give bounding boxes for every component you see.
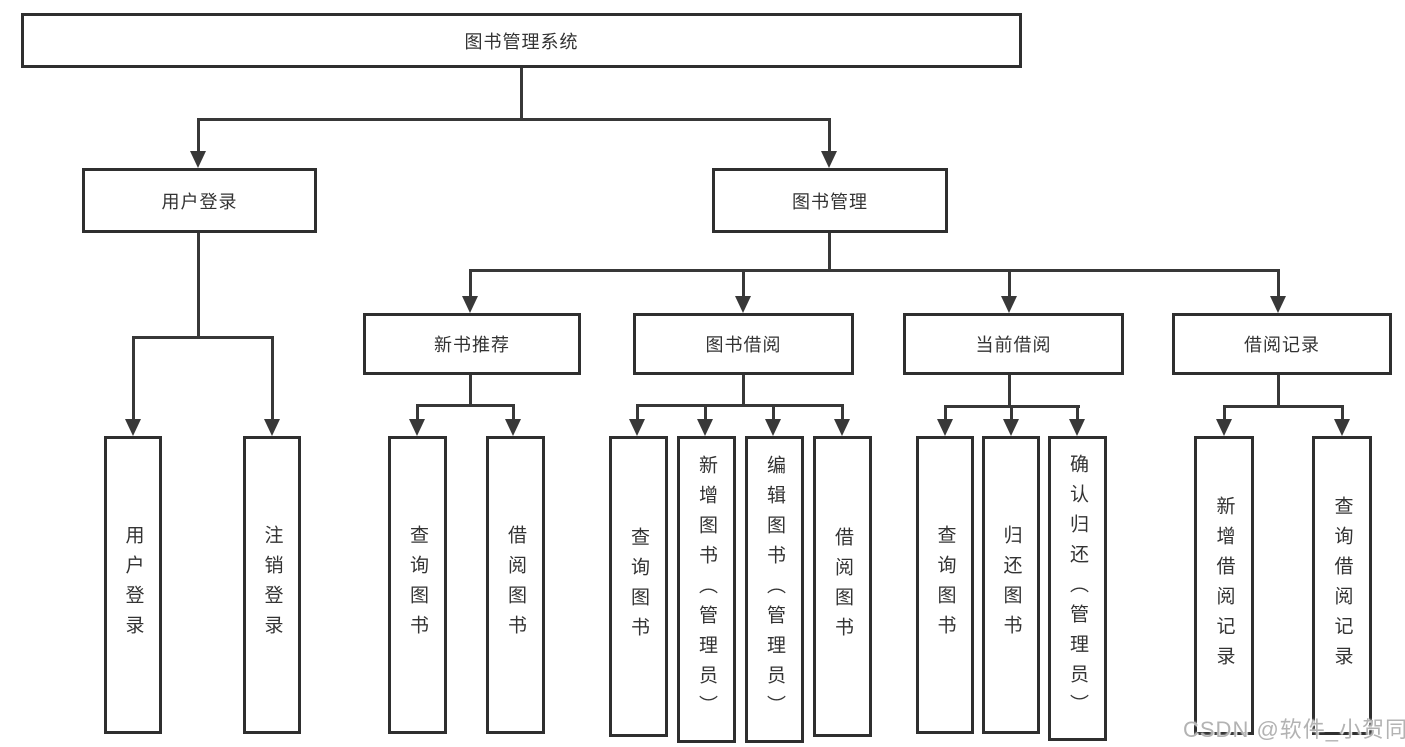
leaf-query-book-recommend: 查询图书 (388, 436, 447, 734)
connector-line (636, 404, 844, 407)
node-new-book-recommend: 新书推荐 (363, 313, 581, 375)
arrow-down-icon (264, 419, 280, 436)
node-label: 确认归还（管理员） (1067, 453, 1088, 724)
connector-line (1008, 375, 1011, 406)
node-label: 图书管理 (792, 191, 868, 212)
connector-line (197, 118, 831, 121)
connector-line (636, 404, 639, 422)
node-current-borrow: 当前借阅 (903, 313, 1124, 375)
connector-line (197, 233, 200, 336)
connector-line (132, 336, 135, 420)
arrow-down-icon (735, 296, 751, 313)
connector-line (1223, 405, 1226, 422)
node-borrow-record: 借阅记录 (1172, 313, 1392, 375)
arrow-down-icon (125, 419, 141, 436)
leaf-borrow-book: 借阅图书 (813, 436, 872, 737)
node-label: 查询图书 (934, 525, 956, 645)
node-label: 用户登录 (161, 191, 238, 212)
connector-line (1277, 375, 1280, 406)
node-label: 新增图书（管理员） (696, 454, 717, 725)
connector-line (1223, 405, 1344, 408)
node-book-borrow: 图书借阅 (633, 313, 854, 375)
node-label: 借阅图书 (505, 525, 526, 645)
leaf-logout: 注销登录 (243, 436, 301, 734)
arrow-down-icon (505, 419, 521, 436)
connector-line (944, 405, 947, 422)
arrow-down-icon (821, 151, 837, 168)
connector-line (828, 233, 831, 269)
arrow-down-icon (1001, 296, 1017, 313)
connector-line (469, 375, 472, 405)
connector-line (1076, 405, 1079, 422)
connector-line (742, 269, 745, 297)
connector-line (416, 404, 515, 407)
connector-line (469, 269, 472, 297)
arrow-down-icon (409, 419, 425, 436)
leaf-user-login: 用户登录 (104, 436, 162, 734)
node-label: 编辑图书（管理员） (764, 454, 785, 725)
connector-line (704, 404, 707, 422)
connector-line (520, 68, 523, 118)
csdn-watermark: CSDN @软件_小贺同学 (1183, 717, 1405, 742)
arrow-down-icon (937, 419, 953, 436)
connector-line (1010, 405, 1013, 422)
leaf-query-book-current: 查询图书 (916, 436, 974, 734)
leaf-query-book: 查询图书 (609, 436, 668, 737)
arrow-down-icon (1270, 296, 1286, 313)
node-label: 图书管理系统 (464, 31, 579, 52)
node-label: 查询借阅记录 (1331, 495, 1353, 676)
node-label: 借阅记录 (1244, 335, 1320, 355)
arrow-down-icon (190, 151, 206, 168)
leaf-return-book: 归还图书 (982, 436, 1040, 734)
node-label: 借阅图书 (832, 526, 853, 647)
arrow-down-icon (1003, 419, 1019, 436)
leaf-borrow-book-recommend: 借阅图书 (486, 436, 545, 734)
connector-line (1008, 269, 1011, 297)
node-label: 查询图书 (628, 526, 649, 647)
leaf-edit-book-admin: 编辑图书（管理员） (745, 436, 804, 743)
node-book-management: 图书管理 (712, 168, 948, 233)
node-label: 注销登录 (261, 525, 283, 645)
node-label: 当前借阅 (975, 335, 1052, 355)
connector-line (469, 269, 1280, 272)
connector-line (828, 118, 831, 153)
node-label: 用户登录 (122, 525, 144, 645)
connector-line (271, 336, 274, 420)
node-label: 新增借阅记录 (1213, 495, 1235, 676)
arrow-down-icon (834, 419, 850, 436)
connector-line (1341, 405, 1344, 422)
node-user-login: 用户登录 (82, 168, 317, 233)
connector-line (416, 404, 419, 422)
node-label: 新书推荐 (434, 335, 510, 355)
arrow-down-icon (697, 419, 713, 436)
leaf-add-borrow-record: 新增借阅记录 (1194, 436, 1254, 735)
leaf-confirm-return-admin: 确认归还（管理员） (1048, 436, 1107, 741)
leaf-query-borrow-record: 查询借阅记录 (1312, 436, 1372, 735)
connector-line (1277, 269, 1280, 297)
connector-line (772, 404, 775, 422)
arrow-down-icon (462, 296, 478, 313)
arrow-down-icon (1334, 419, 1350, 436)
node-label: 图书借阅 (705, 335, 782, 355)
node-label: 查询图书 (407, 525, 428, 645)
connector-line (742, 375, 745, 405)
arrow-down-icon (1069, 419, 1085, 436)
connector-line (512, 404, 515, 422)
connector-line (197, 118, 200, 153)
arrow-down-icon (1216, 419, 1232, 436)
node-label: 归还图书 (1000, 525, 1022, 645)
leaf-add-book-admin: 新增图书（管理员） (677, 436, 736, 743)
connector-line (132, 336, 274, 339)
node-library-management-system: 图书管理系统 (21, 13, 1022, 68)
arrow-down-icon (629, 419, 645, 436)
arrow-down-icon (765, 419, 781, 436)
connector-line (841, 404, 844, 422)
